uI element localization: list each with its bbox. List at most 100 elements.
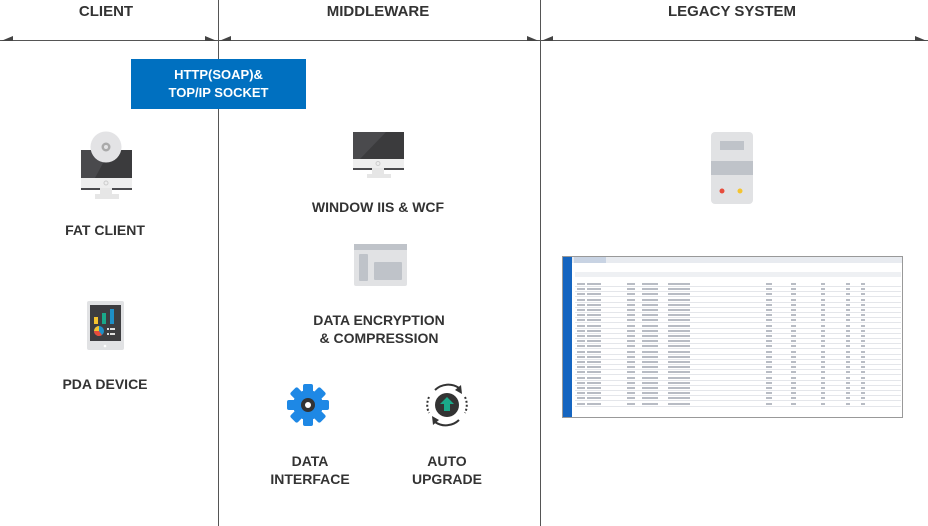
thumbnail-cell	[627, 329, 635, 332]
thumbnail-cell	[587, 387, 601, 389]
thumbnail-cell	[791, 314, 796, 317]
axis-arrowheads	[1, 36, 927, 41]
encryption-line1: DATA ENCRYPTION	[313, 312, 445, 328]
auto-upgrade-line1: AUTO	[427, 453, 467, 469]
thumbnail-cell	[821, 329, 825, 332]
thumbnail-cell	[627, 319, 635, 322]
thumbnail-cell	[766, 288, 772, 291]
thumbnail-cell	[642, 324, 658, 327]
thumbnail-cell	[791, 366, 796, 369]
thumbnail-cell	[668, 324, 690, 327]
thumbnail-cell	[766, 324, 772, 327]
thumbnail-cell	[766, 381, 772, 384]
thumbnail-cell	[577, 402, 585, 405]
thumbnail-cell	[642, 283, 658, 285]
thumbnail-cell	[627, 314, 635, 317]
thumbnail-row	[575, 405, 901, 407]
thumbnail-cell	[642, 314, 658, 317]
thumbnail-cell	[791, 392, 796, 395]
thumbnail-cell	[846, 293, 850, 296]
thumbnail-cell	[668, 340, 690, 343]
thumbnail-cell	[861, 319, 865, 322]
thumbnail-cell	[577, 345, 585, 348]
thumbnail-cell	[861, 381, 865, 384]
thumbnail-cell	[668, 387, 690, 389]
thumbnail-row	[575, 306, 901, 308]
thumbnail-cell	[668, 293, 690, 296]
thumbnail-cell	[642, 371, 658, 374]
thumbnail-cell	[821, 402, 825, 405]
legacy-app-table	[563, 257, 902, 417]
thumbnail-cell	[766, 340, 772, 343]
thumbnail-cell	[668, 397, 690, 400]
thumbnail-cell	[846, 392, 850, 395]
legacy-app-sidebar	[563, 257, 572, 417]
thumbnail-cell	[587, 324, 601, 327]
thumbnail-cell	[791, 397, 796, 400]
thumbnail-cell	[627, 288, 635, 291]
thumbnail-cell	[766, 309, 772, 311]
thumbnail-cell	[642, 361, 658, 363]
thumbnail-cell	[627, 402, 635, 405]
thumbnail-cell	[587, 335, 601, 337]
thumbnail-cell	[627, 366, 635, 369]
thumbnail-cell	[627, 376, 635, 379]
thumbnail-cell	[577, 381, 585, 384]
thumbnail-cell	[642, 298, 658, 301]
thumbnail-cell	[861, 387, 865, 389]
thumbnail-cell	[821, 335, 825, 337]
thumbnail-row	[575, 322, 901, 324]
thumbnail-cell	[846, 381, 850, 384]
thumbnail-cell	[861, 345, 865, 348]
thumbnail-cell	[846, 402, 850, 405]
window-layout-icon	[354, 244, 407, 286]
thumbnail-cell	[861, 298, 865, 301]
thumbnail-row	[575, 384, 901, 386]
thumbnail-cell	[577, 283, 585, 285]
thumbnail-cell	[642, 293, 658, 296]
thumbnail-cell	[627, 392, 635, 395]
thumbnail-cell	[627, 381, 635, 384]
thumbnail-cell	[766, 376, 772, 379]
thumbnail-cell	[577, 392, 585, 395]
thumbnail-cell	[577, 309, 585, 311]
thumbnail-cell	[642, 402, 658, 405]
thumbnail-cell	[821, 309, 825, 311]
thumbnail-row	[575, 374, 901, 376]
thumbnail-row	[575, 296, 901, 298]
thumbnail-cell	[766, 397, 772, 400]
thumbnail-cell	[861, 283, 865, 285]
thumbnail-cell	[577, 319, 585, 322]
thumbnail-cell	[846, 309, 850, 311]
thumbnail-cell	[861, 397, 865, 400]
thumbnail-cell	[861, 324, 865, 327]
protocol-box: HTTP(SOAP)& TOP/IP SOCKET	[131, 59, 306, 109]
legacy-server-icon	[711, 132, 753, 204]
legacy-system-screenshot	[562, 256, 903, 418]
thumbnail-cell	[577, 298, 585, 301]
thumbnail-cell	[791, 371, 796, 374]
thumbnail-cell	[791, 319, 796, 322]
thumbnail-cell	[821, 314, 825, 317]
thumbnail-cell	[846, 345, 850, 348]
thumbnail-cell	[821, 376, 825, 379]
thumbnail-cell	[587, 402, 601, 405]
thumbnail-cell	[577, 366, 585, 369]
thumbnail-cell	[791, 361, 796, 363]
thumbnail-cell	[821, 361, 825, 363]
thumbnail-cell	[587, 355, 601, 358]
auto-upgrade-label: AUTO UPGRADE	[347, 452, 547, 488]
thumbnail-cell	[791, 288, 796, 291]
pda-device-icon	[87, 301, 124, 350]
thumbnail-cell	[668, 298, 690, 301]
thumbnail-cell	[846, 335, 850, 337]
thumbnail-cell	[577, 350, 585, 353]
thumbnail-cell	[791, 345, 796, 348]
thumbnail-cell	[668, 366, 690, 369]
thumbnail-cell	[627, 361, 635, 363]
thumbnail-row	[575, 291, 901, 293]
thumbnail-cell	[668, 381, 690, 384]
thumbnail-cell	[642, 350, 658, 353]
auto-upgrade-icon	[426, 383, 468, 427]
thumbnail-cell	[577, 355, 585, 358]
